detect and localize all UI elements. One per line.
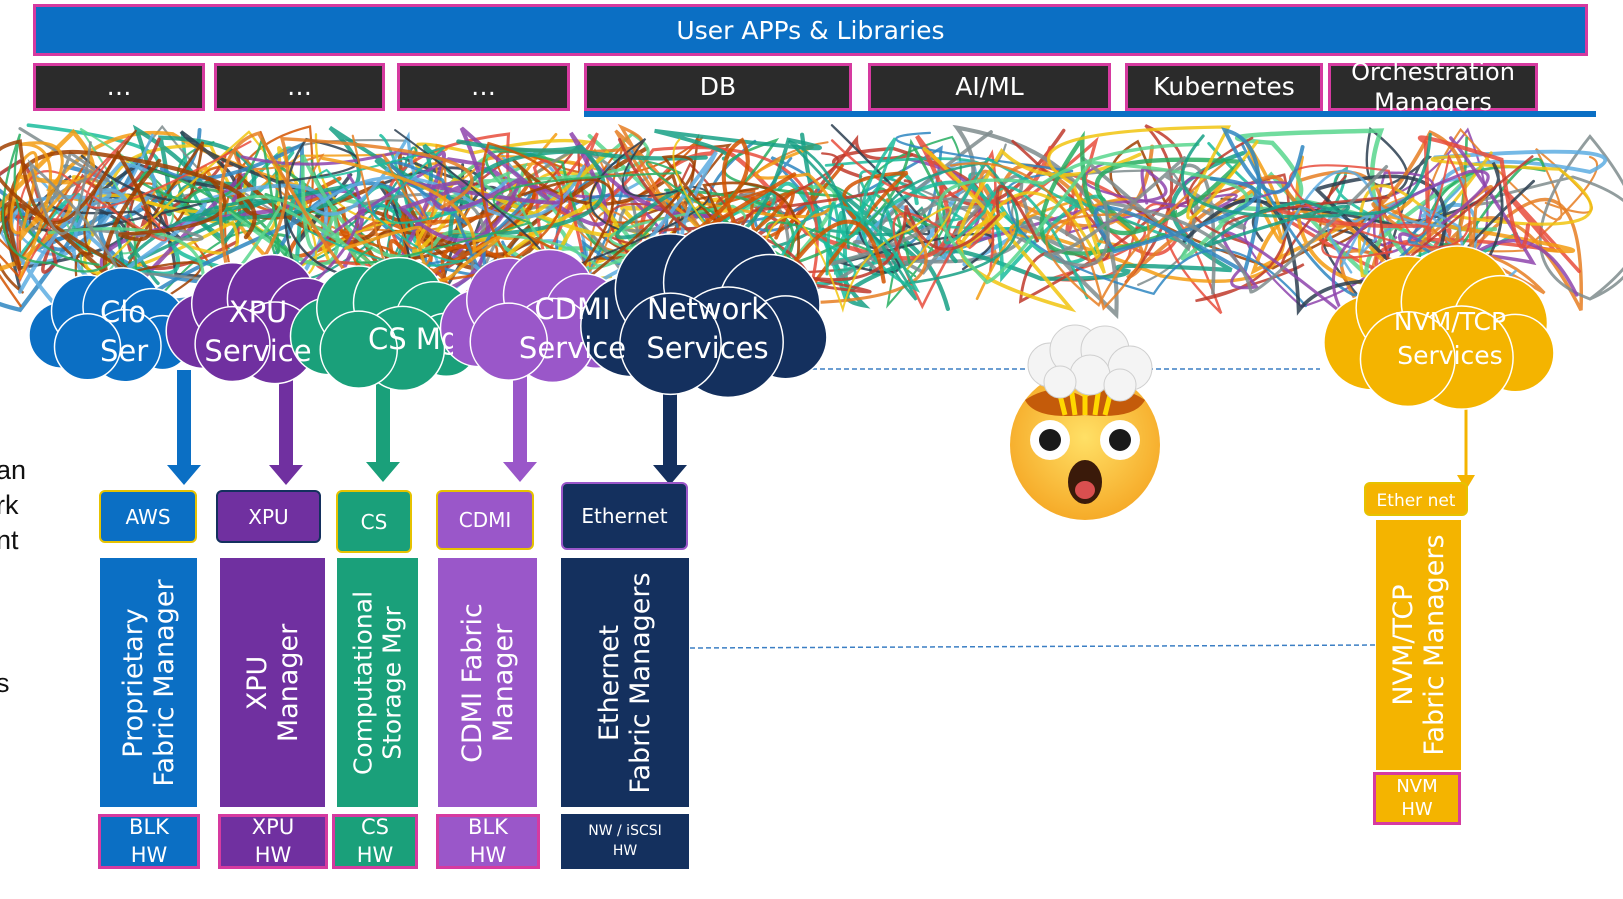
cloud-shape-5	[1323, 245, 1555, 410]
side-text-4: s	[0, 668, 10, 698]
cloud-shape-4	[580, 222, 828, 399]
wire-strand	[99, 172, 365, 295]
tag-xpu: XPU	[216, 490, 321, 543]
wire-strand	[1277, 135, 1531, 249]
wire-strand	[0, 128, 95, 271]
orchestration-line1: Orchestration	[1351, 58, 1515, 86]
wire-strand	[71, 130, 353, 249]
tag-cdmi: CDMI	[436, 490, 534, 550]
wire-strand	[832, 128, 1066, 256]
app-box-ellipsis-3: …	[397, 63, 570, 111]
wire-strand	[943, 156, 1187, 300]
wire-strand	[304, 146, 467, 267]
cloud-shape-2	[289, 256, 479, 392]
wire-strand	[448, 139, 708, 239]
wire-strand	[1289, 153, 1471, 259]
app-box-kubernetes: Kubernetes	[1125, 63, 1323, 111]
wire-strand	[398, 178, 565, 243]
side-text-2: rk	[0, 490, 19, 520]
wire-strand	[950, 161, 1226, 311]
wire-strand	[615, 128, 822, 240]
wire-strand	[181, 125, 471, 222]
wire-strand	[0, 164, 119, 313]
tag-aws: AWS	[99, 490, 197, 543]
app-box-ellipsis-1: …	[33, 63, 205, 111]
cloud-text-cs-mgr: CS Mg	[368, 322, 453, 356]
wire-strand	[47, 195, 394, 301]
wire-strand	[9, 141, 75, 280]
wire-strand	[774, 137, 921, 293]
wire-strand	[1470, 134, 1623, 301]
tag-cs: CS	[336, 490, 412, 553]
wire-strand	[0, 139, 227, 270]
side-text-3: nt	[0, 525, 19, 555]
cloud-shape-0	[28, 267, 191, 383]
wire-strand	[355, 161, 874, 269]
tag-ethernet: Ethernet	[561, 482, 688, 550]
wire-strand	[1180, 132, 1432, 248]
wire-strand	[1069, 162, 1291, 234]
apps-underline-strip	[584, 111, 1596, 117]
exploding-head-emoji	[1010, 324, 1160, 520]
wire-strand	[320, 156, 501, 282]
tag-ethernet-nvm: Ether net	[1364, 482, 1468, 516]
wire-strand	[1043, 156, 1389, 294]
app-box-ai-ml: AI/ML	[868, 63, 1111, 111]
wire-strand	[240, 150, 486, 301]
app-box-db: DB	[584, 63, 852, 111]
side-text-1: an	[0, 455, 27, 485]
tangled-wires-image	[0, 123, 1623, 320]
wire-strand	[672, 138, 952, 313]
user-apps-banner: User APPs & Libraries	[33, 4, 1588, 56]
app-box-ellipsis-2: …	[214, 63, 385, 111]
wire-strand	[521, 154, 801, 303]
